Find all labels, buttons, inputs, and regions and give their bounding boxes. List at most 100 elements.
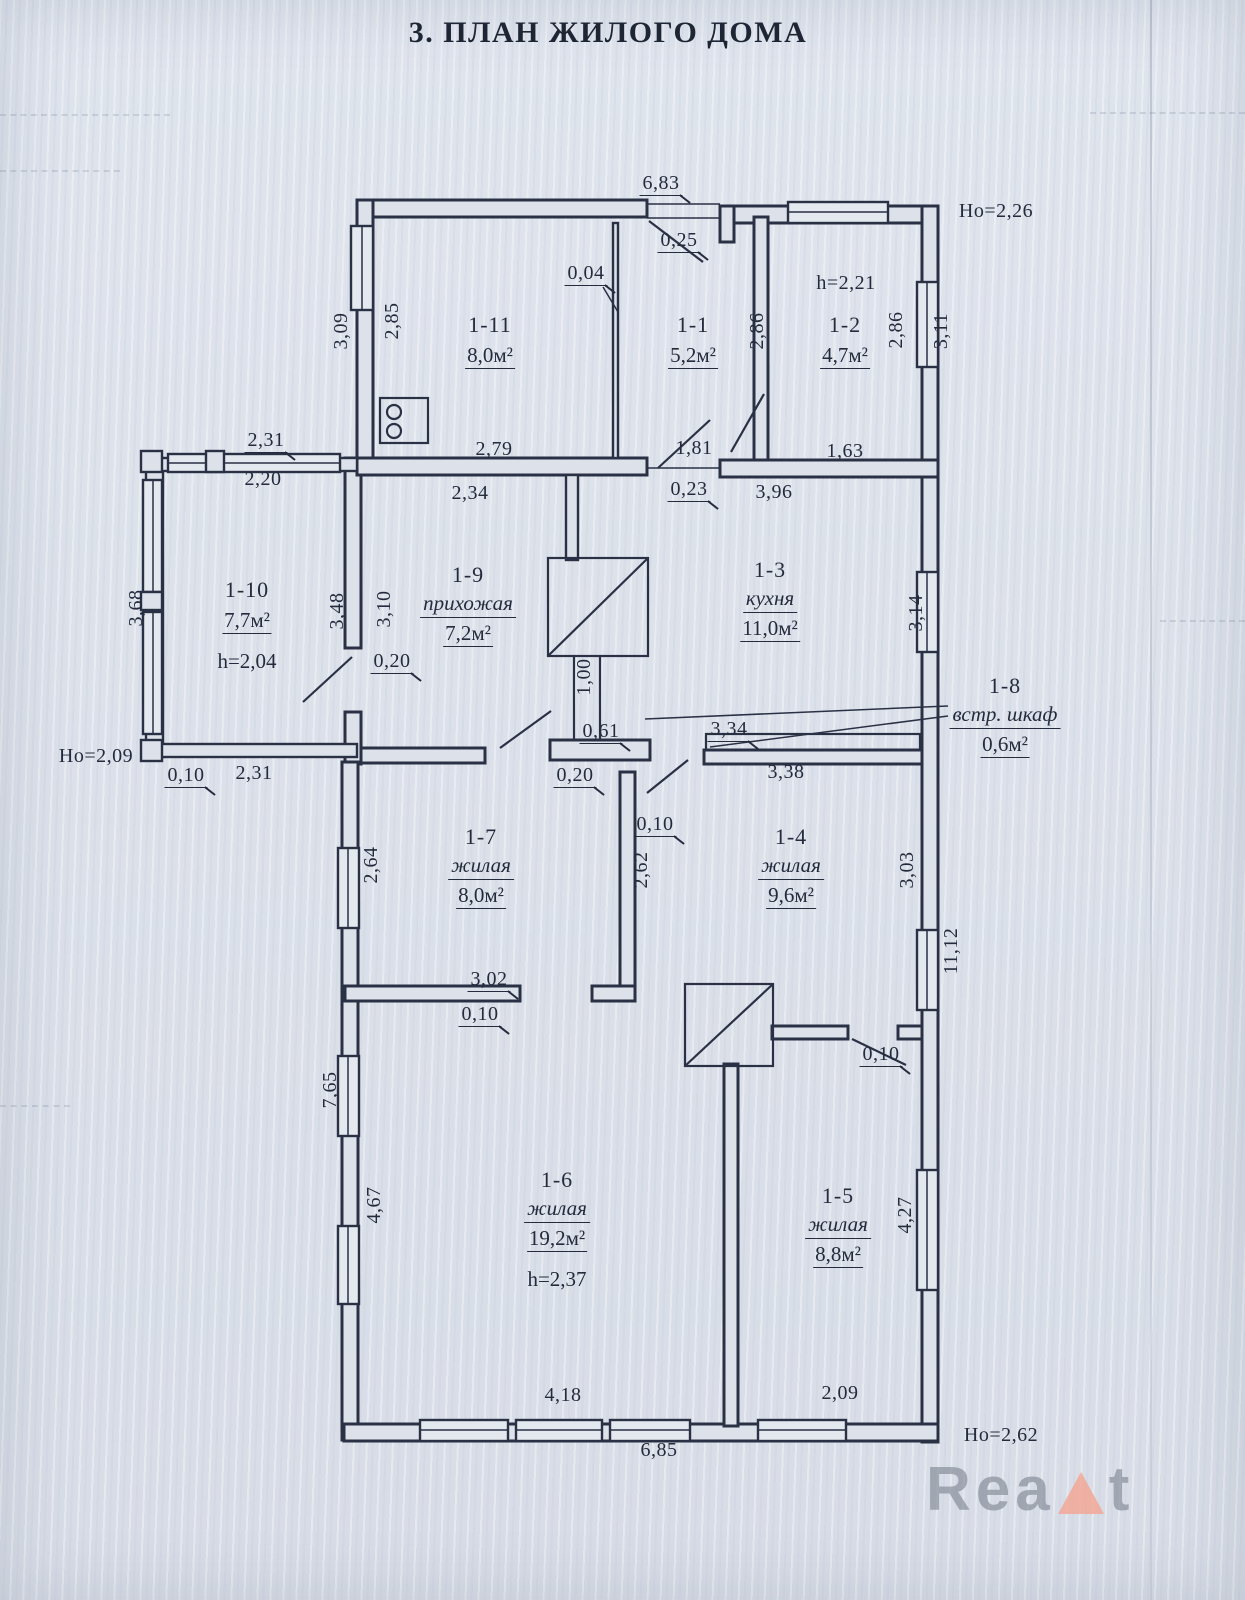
- room-id: 1-2: [828, 312, 862, 337]
- dimension-label: 7,65: [319, 1071, 341, 1109]
- room-name: жилая: [805, 1211, 871, 1239]
- watermark-text-left: Rea: [926, 1455, 1055, 1524]
- room-name: прихожая: [420, 590, 516, 618]
- dimension-label: 2,31: [235, 762, 273, 784]
- room-area: 11,0м²: [740, 616, 800, 642]
- dimension-label: 3,96: [755, 481, 793, 503]
- scan-line: [0, 114, 170, 116]
- dimension-label: Но=2,62: [963, 1424, 1039, 1446]
- room-name: кухня: [742, 585, 798, 613]
- dimension-label: 3,02: [467, 968, 511, 992]
- room-id: 1-11: [468, 312, 512, 337]
- room-label-1-4: 1-4 жилая 9,6м²: [758, 822, 824, 909]
- dimension-label: Но=2,26: [958, 200, 1034, 222]
- dimension-label: 3,48: [326, 592, 348, 630]
- room-id: 1-7: [464, 824, 498, 849]
- dimension-label: 2,86: [746, 312, 768, 350]
- room-id: 1-8: [988, 673, 1022, 698]
- dimension-label: 4,27: [894, 1196, 916, 1234]
- dimension-label: 0,04: [564, 262, 608, 286]
- room-id: 1-3: [753, 557, 787, 582]
- dimension-label: 1,63: [826, 440, 864, 462]
- room-label-1-2: 1-2 4,7м²: [820, 310, 870, 369]
- page-title: 3. ПЛАН ЖИЛОГО ДОМА: [408, 16, 808, 49]
- dimension-label: Но=2,09: [58, 745, 134, 767]
- dimension-label: 4,18: [544, 1384, 582, 1406]
- dimension-label: 6,85: [640, 1439, 678, 1461]
- dimension-label: h=2,21: [816, 272, 876, 294]
- dimension-label: 3,11: [930, 312, 952, 350]
- scan-line: [1160, 620, 1245, 622]
- dimension-label: 3,38: [767, 761, 805, 783]
- scan-line: [0, 1105, 70, 1107]
- room-label-1-8: 1-8 встр. шкаф 0,6м²: [949, 671, 1061, 758]
- room-id: 1-9: [451, 562, 485, 587]
- dimension-label: 1,00: [573, 658, 595, 696]
- dimension-label: 0,25: [657, 229, 701, 253]
- room-label-1-11: 1-11 8,0м²: [465, 310, 515, 369]
- watermark-text-right: t: [1108, 1455, 1135, 1524]
- room-h: h=2,04: [217, 649, 277, 673]
- realt-watermark: Rea t: [926, 1455, 1135, 1524]
- dimension-label: 0,10: [859, 1043, 903, 1067]
- scan-crease: [1150, 0, 1152, 1600]
- room-id: 1-1: [676, 312, 710, 337]
- annex-group: [139, 449, 359, 763]
- room-area: 8,0м²: [465, 343, 515, 369]
- dimension-label: 0,23: [667, 478, 711, 502]
- scan-line: [0, 170, 120, 172]
- leader-lines-group: [602, 286, 949, 748]
- room-id: 1-6: [540, 1167, 574, 1192]
- scan-line: [1090, 112, 1245, 114]
- room-h: h=2,37: [527, 1267, 587, 1291]
- stoves-group: [546, 556, 775, 1068]
- room-name: жилая: [758, 852, 824, 880]
- room-name: встр. шкаф: [949, 701, 1061, 729]
- dimension-label: 4,67: [363, 1186, 385, 1224]
- room-label-1-5: 1-5 жилая 8,8м²: [805, 1181, 871, 1268]
- room-area: 8,0м²: [456, 883, 506, 909]
- dimension-label: 3,14: [905, 594, 927, 632]
- room-area: 9,6м²: [766, 883, 816, 909]
- dimension-label: 0,20: [370, 650, 414, 674]
- dimension-label: 0,10: [164, 764, 208, 788]
- doors-group: [302, 220, 907, 1066]
- dimension-label: 0,61: [579, 720, 623, 744]
- dimension-label: 6,83: [639, 172, 683, 196]
- room-id: 1-5: [821, 1183, 855, 1208]
- dimension-label: 2,31: [244, 429, 288, 453]
- room-name: жилая: [524, 1195, 590, 1223]
- dimension-label: 0,10: [633, 813, 677, 837]
- stove-appliance-symbol: [378, 396, 430, 445]
- dimension-label: 2,09: [821, 1382, 859, 1404]
- dimension-label: 3,68: [125, 589, 147, 627]
- dimension-label: 2,20: [244, 468, 282, 490]
- room-area: 0,6м²: [980, 732, 1030, 758]
- room-id: 1-4: [774, 824, 808, 849]
- realt-triangle-logo: [1057, 1472, 1104, 1514]
- room-area: 7,2м²: [443, 621, 493, 647]
- dimension-label: 2,86: [885, 311, 907, 349]
- dimension-label: 1,81: [675, 437, 713, 459]
- room-id: 1-10: [224, 577, 270, 602]
- room-label-1-9: 1-9 прихожая 7,2м²: [420, 560, 516, 647]
- dimension-label: 2,62: [630, 851, 652, 889]
- dimension-label: 3,10: [373, 590, 395, 628]
- room-area: 7,7м²: [222, 608, 272, 634]
- room-area: 8,8м²: [813, 1242, 863, 1268]
- dimension-label: 2,79: [475, 438, 513, 460]
- dimension-label: 0,20: [553, 764, 597, 788]
- dimension-label: 11,12: [940, 927, 962, 975]
- dimension-label: 3,09: [330, 312, 352, 350]
- room-label-1-10: 1-10 7,7м² h=2,04: [217, 575, 276, 676]
- dimension-label: 2,34: [451, 482, 489, 504]
- dimension-label: 3,03: [896, 851, 918, 889]
- room-area: 4,7м²: [820, 343, 870, 369]
- dimension-label: 3,34: [707, 718, 751, 742]
- room-label-1-3: 1-3 кухня 11,0м²: [740, 555, 800, 642]
